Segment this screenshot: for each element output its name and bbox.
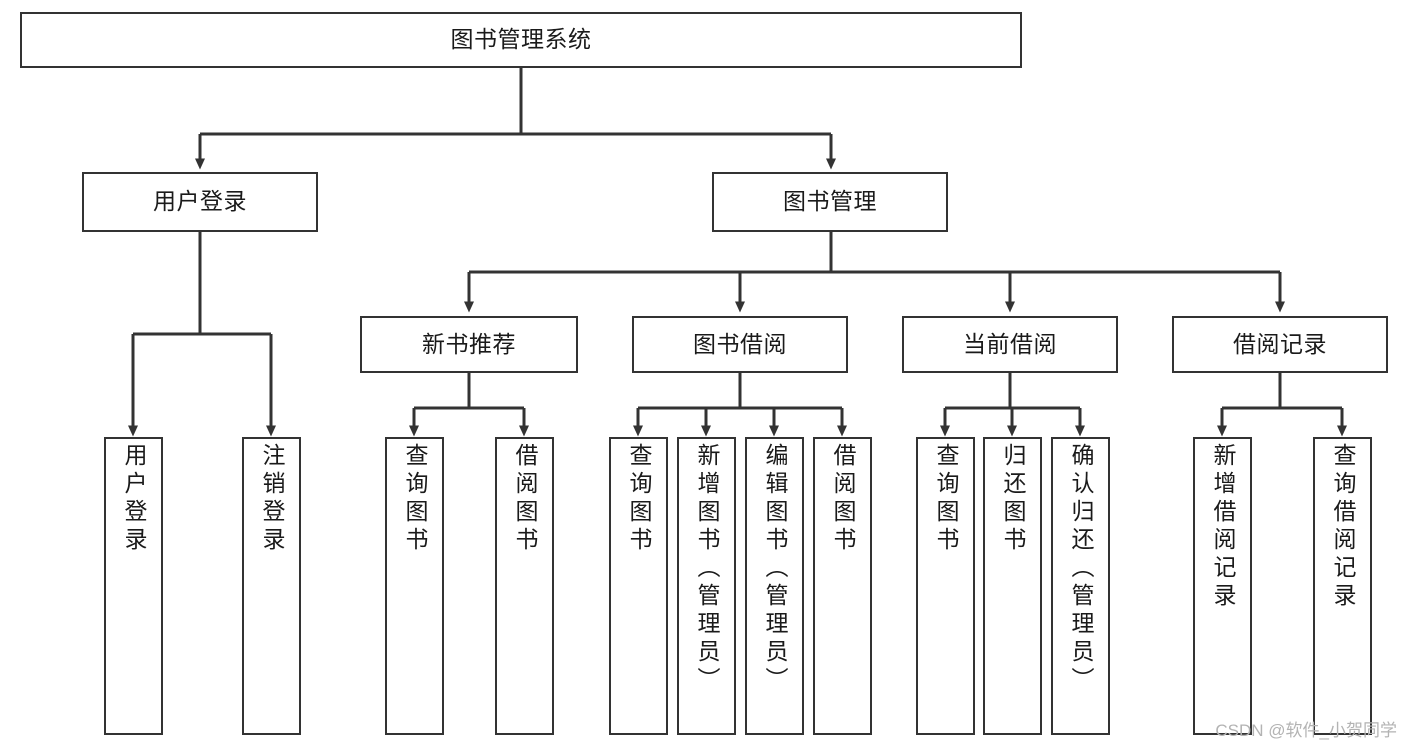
node-label: 新增图书（管理员）	[694, 443, 720, 695]
node-label: 借阅图书	[830, 443, 856, 555]
leaf-borrow-book-new[interactable]: 借阅图书	[495, 437, 554, 735]
leaf-return-book[interactable]: 归还图书	[983, 437, 1042, 735]
leaf-borrow-book-borrow[interactable]: 借阅图书	[813, 437, 872, 735]
node-label: 用户登录	[121, 443, 147, 555]
node-label: 注销登录	[259, 443, 285, 555]
node-label: 当前借阅	[963, 330, 1057, 357]
node-label: 借阅图书	[512, 443, 538, 555]
node-label: 新增借阅记录	[1210, 443, 1236, 611]
leaf-query-book-borrow[interactable]: 查询图书	[609, 437, 668, 735]
leaf-query-borrow-record[interactable]: 查询借阅记录	[1313, 437, 1372, 735]
node-label: 归还图书	[1000, 443, 1026, 555]
leaf-add-book-admin[interactable]: 新增图书（管理员）	[677, 437, 736, 735]
node-borrow-record[interactable]: 借阅记录	[1172, 316, 1388, 373]
node-book-manage[interactable]: 图书管理	[712, 172, 948, 232]
leaf-confirm-return-admin[interactable]: 确认归还（管理员）	[1051, 437, 1110, 735]
node-label: 查询图书	[933, 443, 959, 555]
node-book-borrow[interactable]: 图书借阅	[632, 316, 848, 373]
leaf-edit-book-admin[interactable]: 编辑图书（管理员）	[745, 437, 804, 735]
node-label: 借阅记录	[1233, 330, 1327, 357]
node-label: 确认归还（管理员）	[1068, 443, 1094, 695]
node-label: 图书借阅	[693, 330, 787, 357]
watermark-text: CSDN @软件_小贺同学	[1215, 721, 1397, 740]
node-new-book-recommend[interactable]: 新书推荐	[360, 316, 578, 373]
node-current-borrow[interactable]: 当前借阅	[902, 316, 1118, 373]
leaf-query-book-new[interactable]: 查询图书	[385, 437, 444, 735]
node-label: 查询图书	[402, 443, 428, 555]
node-label: 图书管理系统	[450, 26, 592, 53]
leaf-add-borrow-record[interactable]: 新增借阅记录	[1193, 437, 1252, 735]
node-label: 用户登录	[153, 188, 247, 215]
node-label: 新书推荐	[422, 330, 516, 357]
node-label: 编辑图书（管理员）	[762, 443, 788, 695]
leaf-query-book-current[interactable]: 查询图书	[916, 437, 975, 735]
leaf-logout-login[interactable]: 注销登录	[242, 437, 301, 735]
node-label: 查询借阅记录	[1330, 443, 1356, 611]
node-label: 查询图书	[626, 443, 652, 555]
node-label: 图书管理	[783, 188, 877, 215]
node-root-system[interactable]: 图书管理系统	[20, 12, 1022, 68]
node-user-login[interactable]: 用户登录	[82, 172, 318, 232]
leaf-user-login[interactable]: 用户登录	[104, 437, 163, 735]
